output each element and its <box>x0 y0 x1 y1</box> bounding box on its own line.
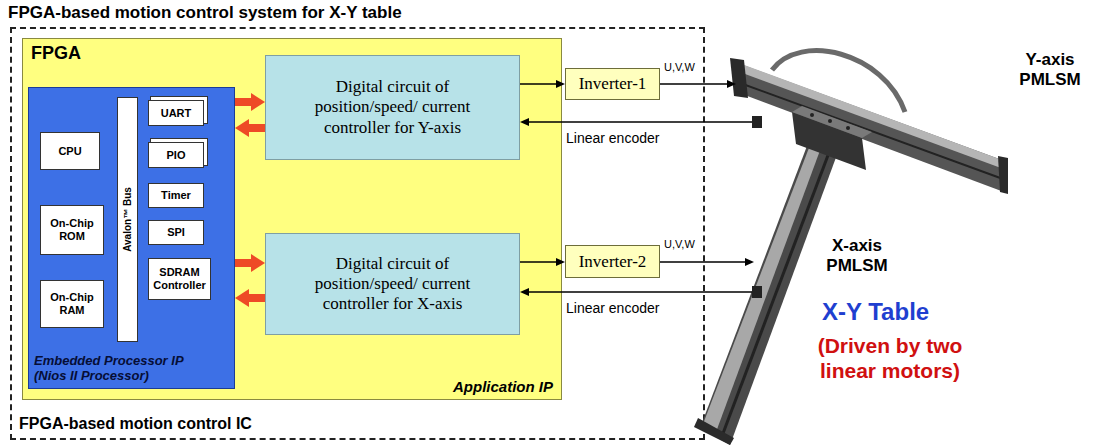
label-wrap: Linear encoder <box>566 130 659 146</box>
signal-arrow <box>520 83 556 85</box>
bus-arrow <box>249 124 265 132</box>
signal-label: U,V,W <box>664 61 695 73</box>
diagram-title: FPGA-based motion control system for X-Y… <box>8 3 402 23</box>
x-axis-magnet-track <box>722 150 830 436</box>
bus-arrow <box>235 259 251 267</box>
box-label: Embedded Processor IP (Nios II Processor… <box>34 353 199 384</box>
motor-label: Y-axis PMLSM <box>1008 50 1092 91</box>
processor-block: Embedded Processor IP (Nios II Processor… <box>28 87 235 389</box>
carriage-hole <box>846 126 850 130</box>
cpu-box: CPU <box>40 132 100 170</box>
signal-label: U,V,W <box>664 238 695 250</box>
x-axis-end-cap <box>694 418 734 445</box>
motor-label: X-axis PMLSM <box>812 236 902 277</box>
label-wrap: Linear encoder <box>566 300 659 316</box>
label-wrap: X-axis PMLSM <box>812 236 902 277</box>
y-axis-rail <box>735 62 1004 192</box>
y-axis-rail-top <box>736 62 1002 168</box>
box-label: Avalon™ Bus <box>122 187 133 252</box>
inverter-box: Inverter-2 <box>565 245 660 278</box>
peripheral-box: SPI <box>148 220 204 245</box>
table-carriage-top <box>792 106 872 138</box>
label-wrap: U,V,W <box>664 238 695 250</box>
controller-box: Digital circuit of position/speed/ curre… <box>265 233 520 335</box>
memory-box: On-Chip RAM <box>40 280 104 328</box>
peripheral-box: Timer <box>148 183 204 208</box>
memory-box: On-Chip ROM <box>40 205 104 255</box>
box-label: On-Chip RAM <box>43 291 101 316</box>
box-label: FPGA <box>31 43 81 64</box>
label-wrap: U,V,W <box>664 61 695 73</box>
encoder-head <box>752 286 762 298</box>
bus-arrow <box>235 98 251 106</box>
box-label: SDRAM Controller <box>151 266 208 291</box>
table-carriage <box>792 112 866 170</box>
y-axis-magnet-track <box>740 83 1003 179</box>
y-axis-end-cap <box>730 58 748 98</box>
signal-label: Linear encoder <box>566 300 659 316</box>
bus-bar: Avalon™ Bus <box>117 97 138 342</box>
controller-box: Digital circuit of position/speed/ curre… <box>265 55 520 160</box>
fpga-chip: FPGA Application IP Embedded Processor IP … <box>22 38 562 400</box>
x-axis-rail-top <box>703 140 822 432</box>
encoder-wire <box>529 121 752 123</box>
carriage-hole <box>828 119 832 123</box>
box-label: On-Chip ROM <box>43 217 101 242</box>
signal-label: Linear encoder <box>566 130 659 146</box>
title-wrap: FPGA-based motion control system for X-Y… <box>8 3 402 23</box>
uvw-wire <box>660 261 745 263</box>
x-axis-rail <box>700 138 838 445</box>
box-label: FPGA-based motion control IC <box>19 415 252 433</box>
box-label: CPU <box>58 145 81 158</box>
figure-caption: X-Y Table <box>822 298 929 326</box>
peripheral-box: UART <box>148 100 204 126</box>
encoder-head <box>752 116 762 128</box>
inverter-box: Inverter-1 <box>565 68 660 100</box>
box-label: UART <box>161 107 192 120</box>
box-label: Application IP <box>453 378 553 395</box>
label-wrap: X-Y Table <box>822 298 929 326</box>
box-label: Timer <box>161 189 191 202</box>
carriage-hole <box>810 113 814 117</box>
box-label: Digital circuit of position/speed/ curre… <box>305 254 480 314</box>
encoder-wire <box>529 291 752 293</box>
box-label: SPI <box>167 226 185 239</box>
box-label: Inverter-2 <box>579 252 647 272</box>
peripheral-box: PIO <box>148 142 204 168</box>
y-axis-end-cap <box>998 156 1008 194</box>
label-wrap: Y-axis PMLSM <box>1008 50 1092 91</box>
figure-note: (Driven by two linear motors) <box>790 333 990 383</box>
signal-arrow <box>520 261 556 263</box>
box-label: Inverter-1 <box>579 74 647 94</box>
label-wrap: (Driven by two linear motors) <box>790 333 990 383</box>
system-boundary: FPGA-based motion control IC FPGA Applicat… <box>10 27 705 440</box>
peripheral-box: SDRAM Controller <box>148 258 211 300</box>
box-label: Digital circuit of position/speed/ curre… <box>305 77 480 137</box>
bus-arrow <box>249 294 265 302</box>
box-label: PIO <box>167 149 186 162</box>
uvw-wire <box>660 83 727 85</box>
cable-carrier <box>772 51 905 112</box>
